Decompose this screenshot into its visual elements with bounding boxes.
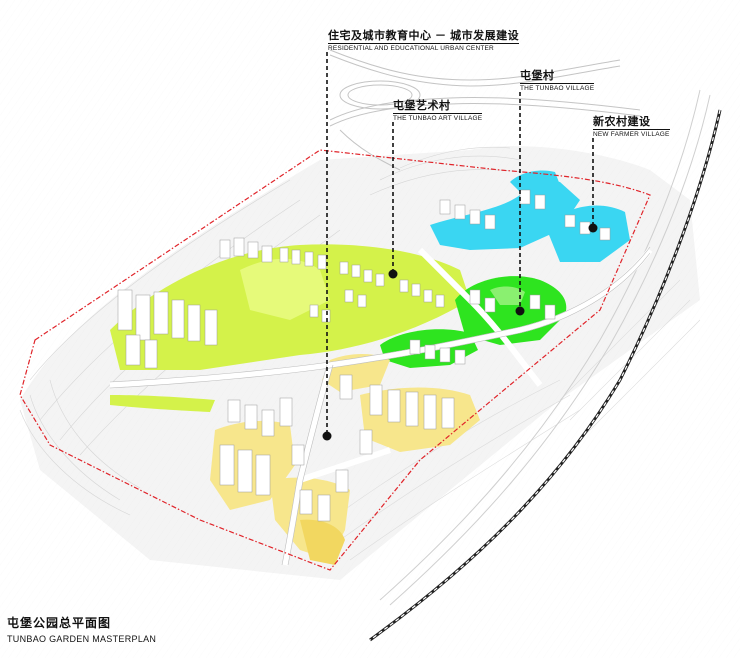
callout-new-farmer: 新农村建设 NEW FARMER VILLAGE xyxy=(593,116,670,138)
highway-interchange xyxy=(329,49,641,171)
callout-residential-en: RESIDENTIAL AND EDUCATIONAL URBAN CENTER xyxy=(328,43,520,52)
plan-title: 屯堡公园总平面图 TUNBAO GARDEN MASTERPLAN xyxy=(7,614,156,644)
railway-line xyxy=(369,109,722,642)
callout-tunbao-village-en: THE TUNBAO VILLAGE xyxy=(520,83,595,93)
callout-art-village: 屯堡艺术村 THE TUNBAO ART VILLAGE xyxy=(393,100,483,123)
outer-road xyxy=(379,89,711,606)
callout-art-village-cn: 屯堡艺术村 xyxy=(393,100,451,112)
callout-markers xyxy=(322,223,598,441)
callout-tunbao-village-cn: 屯堡村 xyxy=(520,70,555,82)
plan-title-en: TUNBAO GARDEN MASTERPLAN xyxy=(7,634,157,644)
site-boundary xyxy=(19,149,651,571)
callout-residential-cn: 住宅及城市教育中心 － 城市发展建设 xyxy=(328,30,520,42)
building-blocks xyxy=(117,189,611,522)
callout-art-village-en: THE TUNBAO ART VILLAGE xyxy=(393,113,483,123)
callout-tunbao-village: 屯堡村 THE TUNBAO VILLAGE xyxy=(520,70,595,93)
callout-new-farmer-cn: 新农村建设 xyxy=(593,116,651,128)
callout-leaders xyxy=(326,52,594,436)
callout-new-farmer-en: NEW FARMER VILLAGE xyxy=(593,129,670,139)
plan-title-cn: 屯堡公园总平面图 xyxy=(7,616,112,630)
callout-residential: 住宅及城市教育中心 － 城市发展建设 RESIDENTIAL AND EDUCA… xyxy=(328,30,520,52)
